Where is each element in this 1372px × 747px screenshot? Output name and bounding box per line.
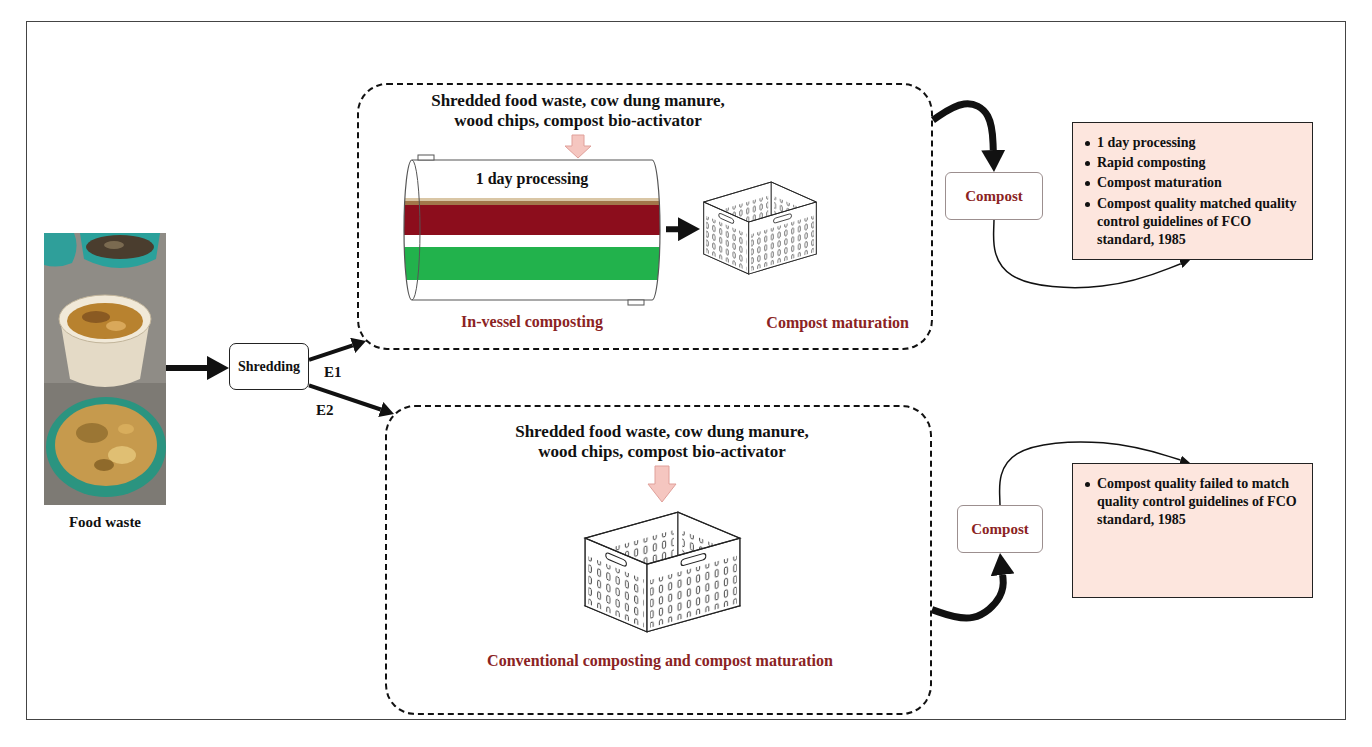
stage-heading: Conventional composting and compost matu… xyxy=(487,652,833,670)
vessel-node: 1 day processingIn-vessel composting xyxy=(398,158,666,333)
connector-arrow xyxy=(309,345,353,360)
output-label: Compost xyxy=(971,521,1029,538)
vessel-drawing xyxy=(398,155,666,305)
edge-label: E1 xyxy=(322,364,344,381)
crate-drawing xyxy=(704,182,817,274)
crate-node: Conventional composting and compost matu… xyxy=(440,505,880,670)
connector-arrow xyxy=(666,226,678,232)
photo-node: Food waste xyxy=(44,233,166,533)
result-panel: Compost quality failed to match quality … xyxy=(1072,463,1313,598)
photo-caption: Food waste xyxy=(69,514,141,531)
output-label: Compost xyxy=(965,188,1023,205)
process-label: Shredding xyxy=(238,359,300,375)
connector-arrow xyxy=(933,104,993,150)
feed-note: Shredded food waste, cow dung manure, wo… xyxy=(418,91,738,131)
edge-label-anchor: E1 xyxy=(322,364,344,381)
connector-arrow xyxy=(166,365,207,371)
dashed-group: Shredded food waste, cow dung manure, wo… xyxy=(385,405,932,715)
stage-heading: In-vessel composting xyxy=(461,313,603,331)
stage-heading: Compost maturation xyxy=(766,314,909,332)
feed-arrow xyxy=(648,466,676,502)
crate-drawing xyxy=(585,512,740,632)
food-waste-photo xyxy=(44,233,166,505)
edge-label: E2 xyxy=(314,402,336,419)
bullet-item: Rapid composting xyxy=(1097,154,1304,172)
result-panel: 1 day processingRapid compostingCompost … xyxy=(1072,122,1313,260)
output-box: Compost xyxy=(957,505,1043,553)
outer-frame xyxy=(27,22,1346,720)
feed-arrow xyxy=(565,135,591,158)
output-box: Compost xyxy=(945,172,1043,220)
bullet-item: Compost quality failed to match quality … xyxy=(1097,475,1304,530)
bullet-item: Compost quality matched quality control … xyxy=(1097,195,1304,250)
feed-note: Shredded food waste, cow dung manure, wo… xyxy=(502,422,822,462)
dashed-group: Shredded food waste, cow dung manure, wo… xyxy=(357,83,933,350)
edge-label-anchor: E2 xyxy=(314,402,336,419)
bullet-item: 1 day processing xyxy=(1097,134,1304,152)
bullet-item: Compost maturation xyxy=(1097,174,1304,192)
connector-arrow xyxy=(932,575,1003,618)
crate-node: Compost maturation xyxy=(700,172,915,332)
process-box: Shredding xyxy=(229,343,309,390)
vessel-label: 1 day processing xyxy=(476,170,589,188)
